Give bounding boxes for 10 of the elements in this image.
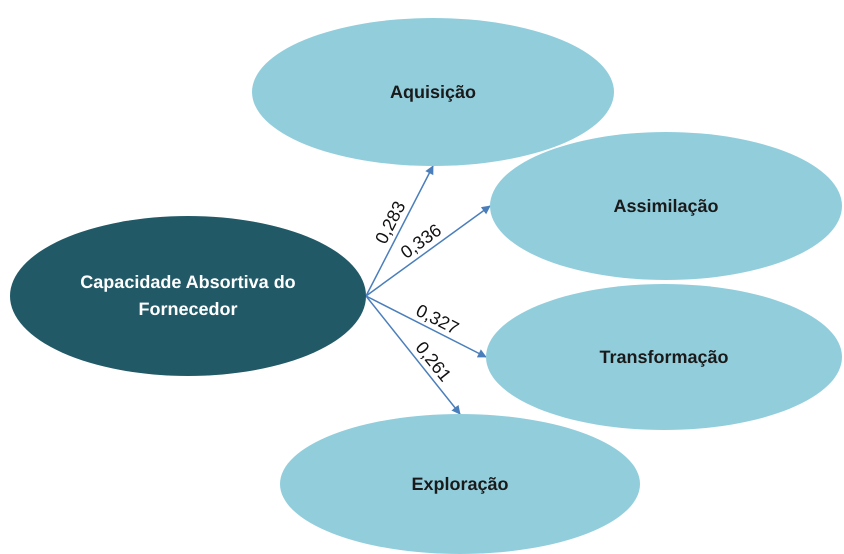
edge-label: 0,327	[413, 300, 462, 338]
node-label: Aquisição	[390, 80, 476, 104]
node-label: Transformação	[599, 346, 729, 369]
arrow	[366, 295, 487, 358]
arrow	[365, 165, 434, 296]
arrow	[366, 205, 491, 297]
arrow	[365, 296, 461, 415]
node-label: Assimilação	[613, 194, 719, 218]
node-label: Capacidade Absortiva do Fornecedor	[79, 271, 297, 321]
node-label: Exploração	[411, 472, 509, 496]
